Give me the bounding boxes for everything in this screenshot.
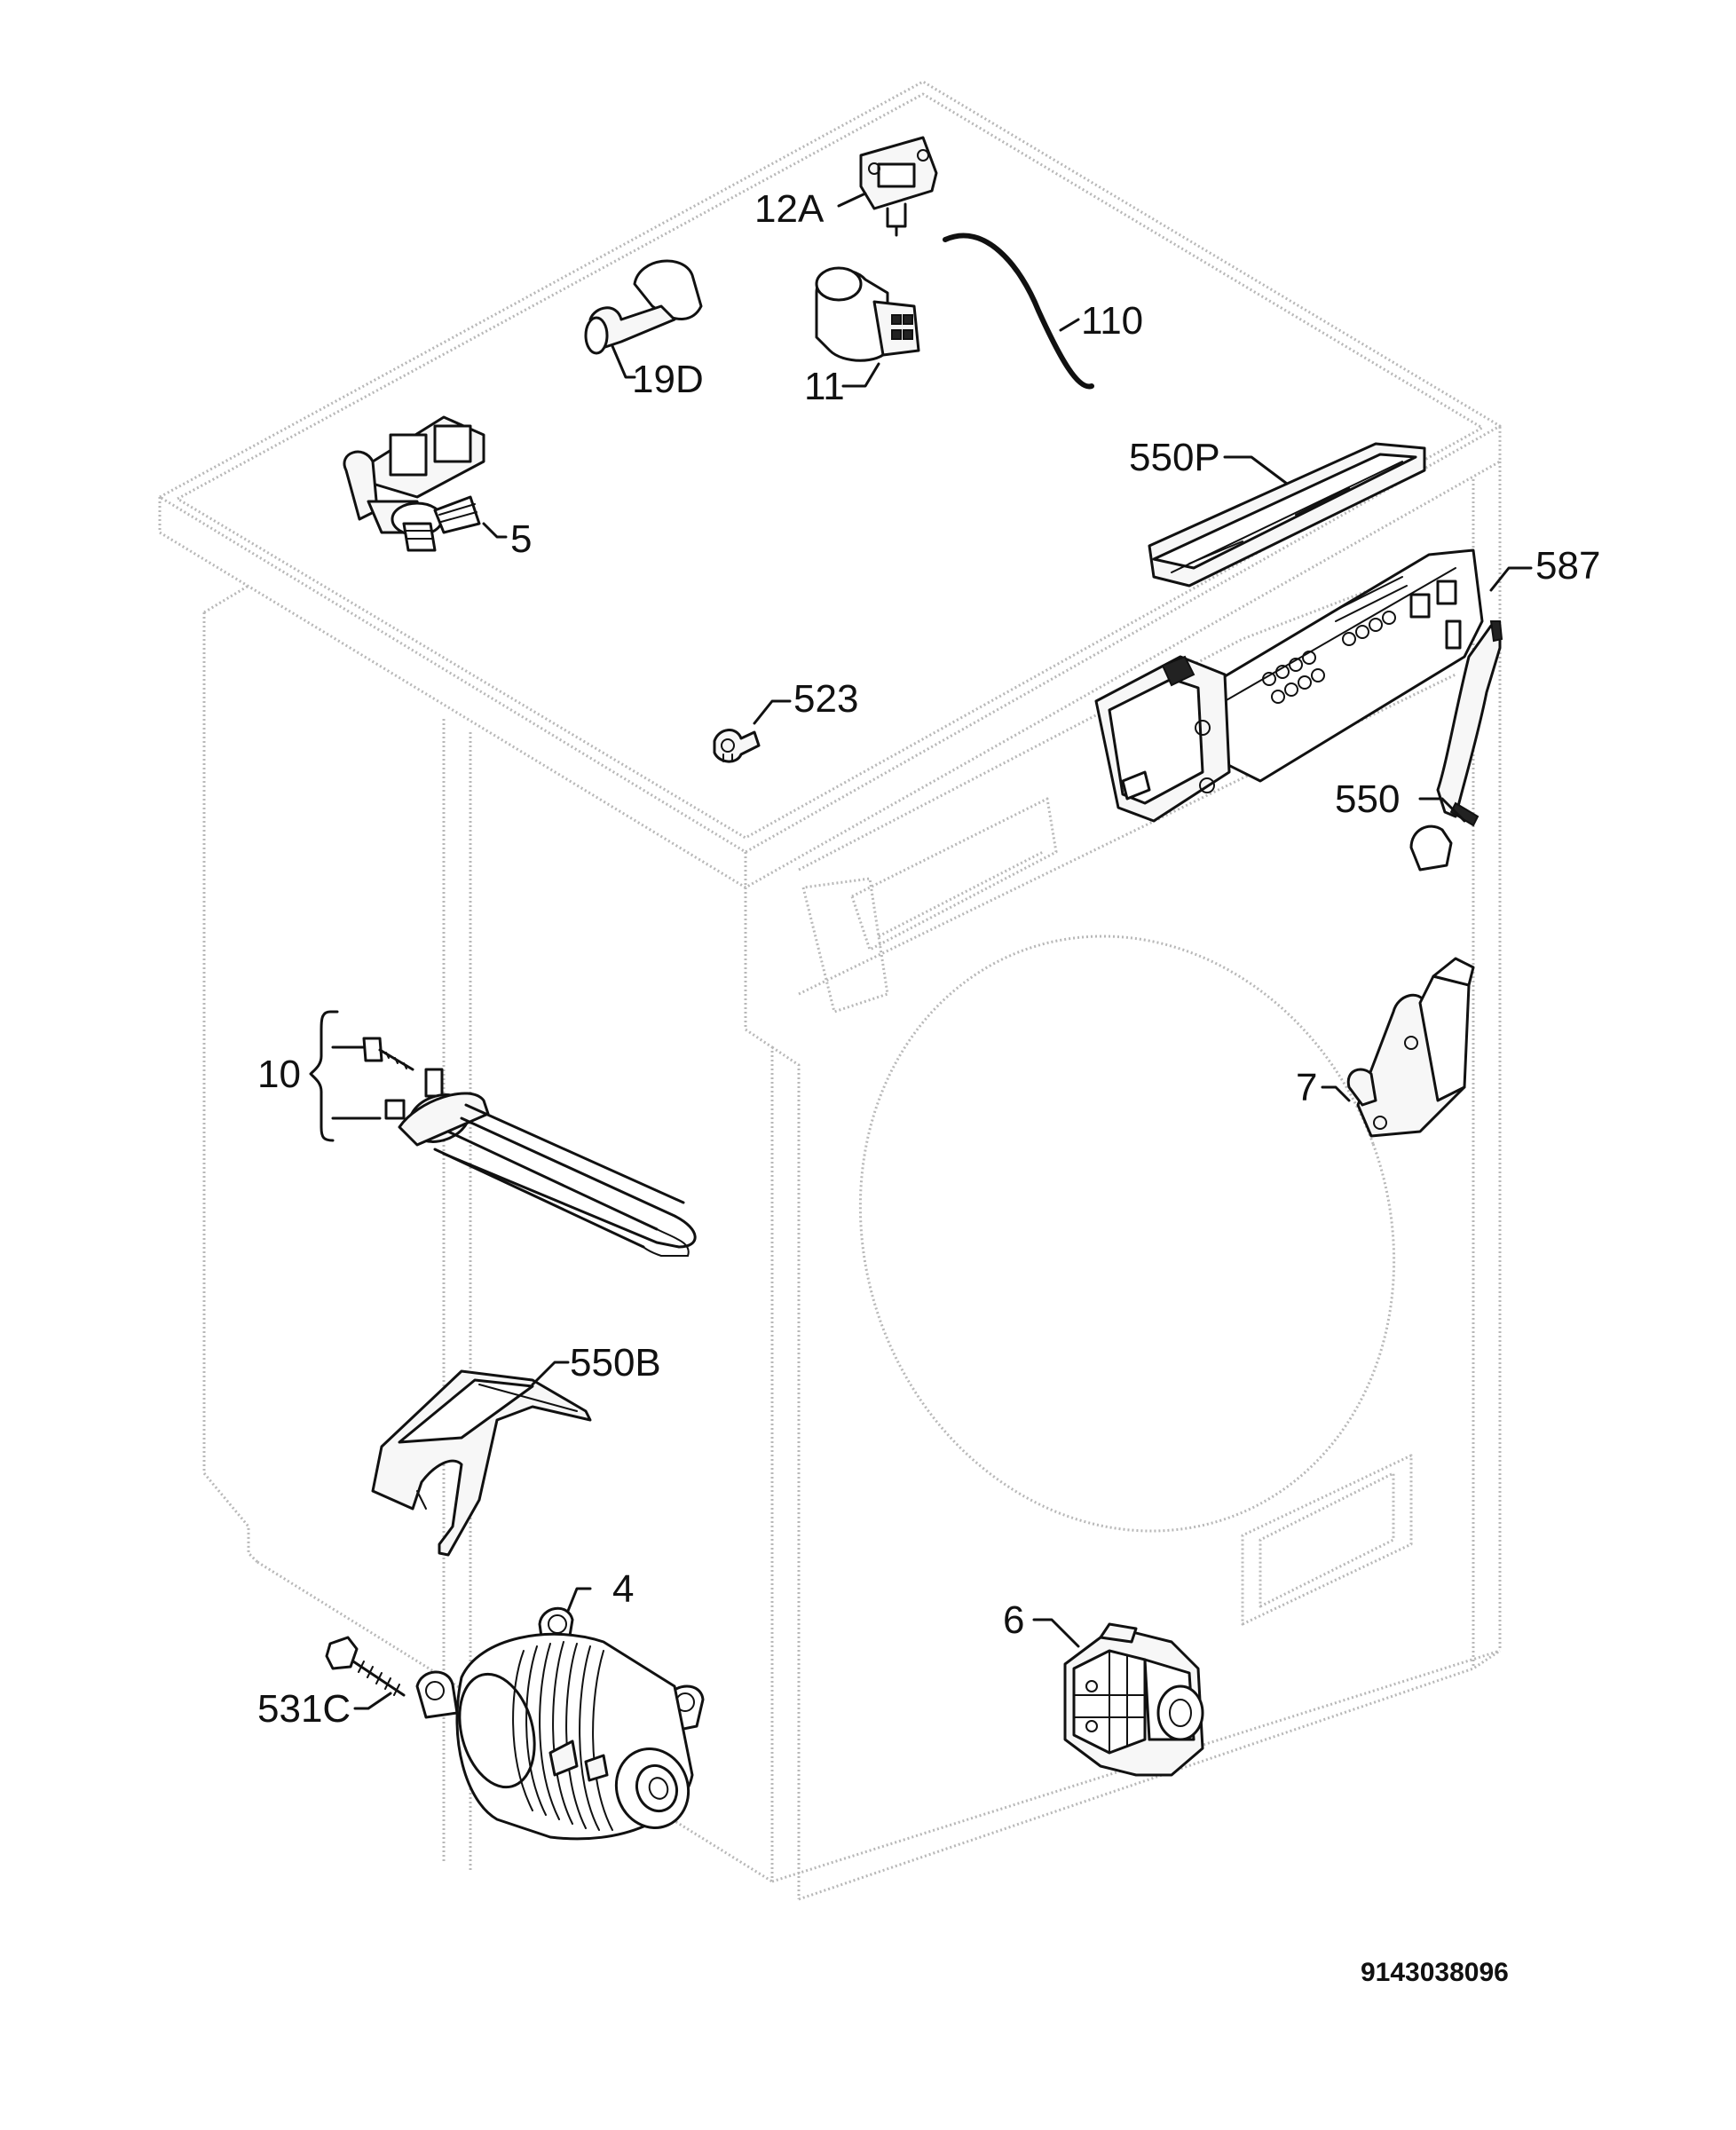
part-4-pump-motor — [415, 1606, 705, 1841]
leader-7 — [1321, 1085, 1351, 1102]
cabinet-outline — [158, 80, 1502, 1901]
label-550B: 550B — [570, 1341, 661, 1384]
leader-531C — [353, 1692, 392, 1710]
leader-110 — [1059, 318, 1080, 332]
part-11-suppressor — [815, 266, 920, 362]
leader-550 — [1418, 797, 1466, 823]
label-12A: 12A — [754, 187, 825, 231]
leader-19D — [611, 344, 636, 379]
part-550P-trim-strip — [1148, 442, 1426, 588]
label-11: 11 — [804, 365, 845, 408]
leader-6 — [1032, 1618, 1080, 1648]
part-19D-clip — [584, 259, 703, 355]
label-587: 587 — [1535, 544, 1600, 588]
label-7: 7 — [1296, 1066, 1317, 1109]
label-19D: 19D — [632, 358, 704, 401]
part-6-drain-pump — [1063, 1622, 1204, 1777]
label-4: 4 — [612, 1567, 634, 1611]
label-110: 110 — [1081, 299, 1143, 343]
part-531C-screw — [325, 1636, 406, 1697]
leader-550B — [531, 1361, 570, 1386]
part-7-door-lock — [1346, 957, 1475, 1138]
label-5: 5 — [510, 517, 532, 561]
label-6: 6 — [1003, 1598, 1024, 1642]
leader-523 — [753, 699, 792, 725]
leader-5 — [482, 522, 508, 539]
board-components — [1262, 576, 1462, 704]
part-587-control-board — [1094, 548, 1484, 823]
label-550: 550 — [1335, 777, 1400, 821]
part-523-clip — [713, 729, 761, 763]
label-523: 523 — [793, 677, 858, 721]
part-12A-pressure-switch — [859, 136, 938, 237]
leader-4 — [566, 1587, 592, 1613]
label-531C: 531C — [257, 1687, 351, 1731]
document-number: 9143038096 — [1361, 1958, 1509, 1987]
leader-11 — [841, 362, 880, 388]
part-550-harness — [1409, 620, 1503, 872]
leader-587 — [1489, 566, 1533, 592]
label-10: 10 — [257, 1053, 301, 1096]
leader-550P — [1223, 455, 1289, 485]
part-10-heater — [309, 1010, 697, 1257]
part-110-tube — [943, 233, 1094, 390]
leader-12A — [837, 192, 867, 208]
part-110-tube-inner — [944, 234, 1093, 388]
label-550P: 550P — [1129, 436, 1220, 479]
part-550B-bracket — [371, 1369, 592, 1557]
part-5-inlet-valve — [343, 415, 485, 552]
